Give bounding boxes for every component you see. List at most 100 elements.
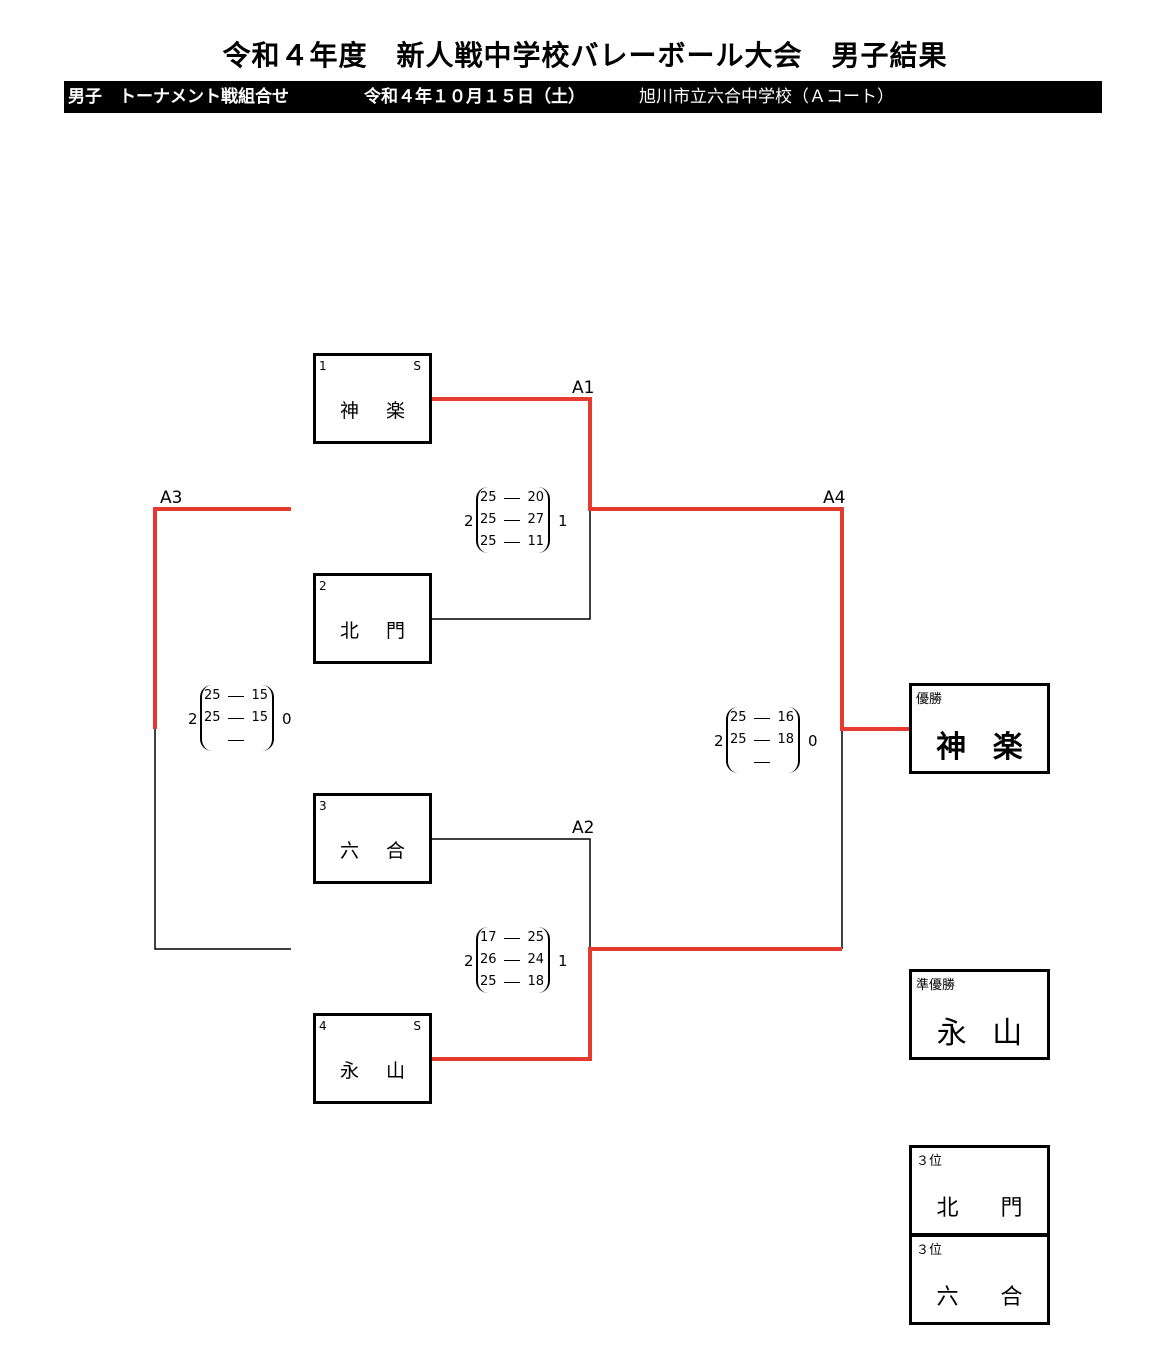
third-place-box-1: ３位 北 門 bbox=[909, 1145, 1050, 1236]
score: 25 bbox=[730, 710, 747, 725]
third-name: 北 門 bbox=[936, 1196, 1033, 1221]
set-row: 25 15 bbox=[204, 707, 268, 729]
set-row: 25 15 bbox=[204, 685, 268, 707]
score: 25 bbox=[480, 512, 497, 527]
match-label-a4: A4 bbox=[823, 488, 846, 508]
set-row bbox=[204, 729, 268, 751]
line-a1-loser bbox=[432, 509, 591, 620]
score: 16 bbox=[777, 710, 794, 725]
date: 令和４年１０月１５日（土） bbox=[364, 87, 585, 107]
match-label-a2: A2 bbox=[572, 818, 595, 838]
sets-lost: 1 bbox=[558, 512, 568, 530]
score-a1: 2 25 20 25 27 25 11 1 bbox=[464, 487, 574, 557]
dash bbox=[754, 762, 770, 763]
set-row: 25 27 bbox=[480, 509, 544, 531]
header-bar: 男子 トーナメント戦組合せ 令和４年１０月１５日（土） 旭川市立六合中学校（Ａコ… bbox=[64, 81, 1102, 113]
score: 26 bbox=[480, 952, 497, 967]
seed: 4 bbox=[319, 1019, 327, 1033]
third-label: ３位 bbox=[916, 1243, 943, 1258]
set-row: 25 16 bbox=[730, 707, 794, 729]
seed-mark: S bbox=[413, 1019, 421, 1033]
set-row bbox=[730, 751, 794, 773]
venue: 旭川市立六合中学校（Ａコート） bbox=[639, 87, 894, 107]
seed: 3 bbox=[319, 799, 327, 813]
champion-box: 優勝 神 楽 bbox=[909, 683, 1050, 774]
sets-won: 2 bbox=[188, 710, 198, 728]
score: 25 bbox=[527, 930, 544, 945]
champion-name: 神 楽 bbox=[936, 730, 1031, 765]
score: 27 bbox=[527, 512, 544, 527]
set-row: 25 11 bbox=[480, 531, 544, 553]
dash bbox=[504, 982, 520, 983]
third-label: ３位 bbox=[916, 1154, 943, 1169]
sets-won: 2 bbox=[714, 732, 724, 750]
match-label-a3: A3 bbox=[160, 488, 183, 508]
bracket-paren bbox=[200, 685, 274, 751]
dash bbox=[228, 740, 244, 741]
score: 17 bbox=[480, 930, 497, 945]
team-name: 北 門 bbox=[339, 620, 409, 642]
team-box-1: 1 S 神 楽 bbox=[313, 353, 432, 444]
score: 25 bbox=[480, 974, 497, 989]
line-a3-winner bbox=[153, 507, 291, 729]
line-a2-loser bbox=[432, 838, 591, 949]
champion-label: 優勝 bbox=[916, 692, 943, 707]
score: 25 bbox=[730, 732, 747, 747]
set-row: 25 18 bbox=[480, 971, 544, 993]
team-name: 六 合 bbox=[339, 840, 409, 862]
team-box-2: 2 北 門 bbox=[313, 573, 432, 664]
category: 男子 トーナメント戦組合せ bbox=[68, 87, 289, 107]
line-a3-loser bbox=[154, 729, 291, 950]
set-row: 26 24 bbox=[480, 949, 544, 971]
bracket-paren bbox=[726, 707, 800, 773]
seed-mark: S bbox=[413, 359, 421, 373]
score: 18 bbox=[527, 974, 544, 989]
score: 25 bbox=[480, 490, 497, 505]
third-name: 六 合 bbox=[936, 1285, 1033, 1310]
page-title: 令和４年度 新人戦中学校バレーボール大会 男子結果 bbox=[222, 39, 948, 72]
team-name: 神 楽 bbox=[339, 400, 409, 422]
third-place-box-2: ３位 六 合 bbox=[909, 1234, 1050, 1325]
sets-won: 2 bbox=[464, 512, 474, 530]
dash bbox=[504, 938, 520, 939]
bracket-paren bbox=[476, 927, 550, 993]
score: 25 bbox=[480, 534, 497, 549]
sets-won: 2 bbox=[464, 952, 474, 970]
runner-up-box: 準優勝 永 山 bbox=[909, 969, 1050, 1060]
line-a2-winner bbox=[432, 947, 842, 1061]
line-a1-winner bbox=[432, 397, 910, 731]
score: 25 bbox=[204, 710, 221, 725]
bracket-paren bbox=[476, 487, 550, 553]
score: 18 bbox=[777, 732, 794, 747]
team-box-4: 4 S 永 山 bbox=[313, 1013, 432, 1104]
sets-lost: 0 bbox=[808, 732, 818, 750]
score: 25 bbox=[204, 688, 221, 703]
score-a3: 2 25 15 25 15 0 bbox=[188, 685, 298, 755]
dash bbox=[504, 542, 520, 543]
sets-lost: 1 bbox=[558, 952, 568, 970]
dash bbox=[754, 718, 770, 719]
dash bbox=[754, 740, 770, 741]
seed: 1 bbox=[319, 359, 327, 373]
dash bbox=[228, 696, 244, 697]
score: 11 bbox=[527, 534, 544, 549]
score: 15 bbox=[251, 688, 268, 703]
sets-lost: 0 bbox=[282, 710, 292, 728]
match-label-a1: A1 bbox=[572, 378, 595, 398]
set-row: 25 18 bbox=[730, 729, 794, 751]
score: 15 bbox=[251, 710, 268, 725]
runner-up-label: 準優勝 bbox=[916, 978, 956, 993]
dash bbox=[228, 718, 244, 719]
dash bbox=[504, 520, 520, 521]
set-row: 25 20 bbox=[480, 487, 544, 509]
team-box-3: 3 六 合 bbox=[313, 793, 432, 884]
seed: 2 bbox=[319, 579, 327, 593]
score: 20 bbox=[527, 490, 544, 505]
score: 24 bbox=[527, 952, 544, 967]
score-a4: 2 25 16 25 18 0 bbox=[714, 707, 824, 777]
team-name: 永 山 bbox=[339, 1060, 409, 1082]
